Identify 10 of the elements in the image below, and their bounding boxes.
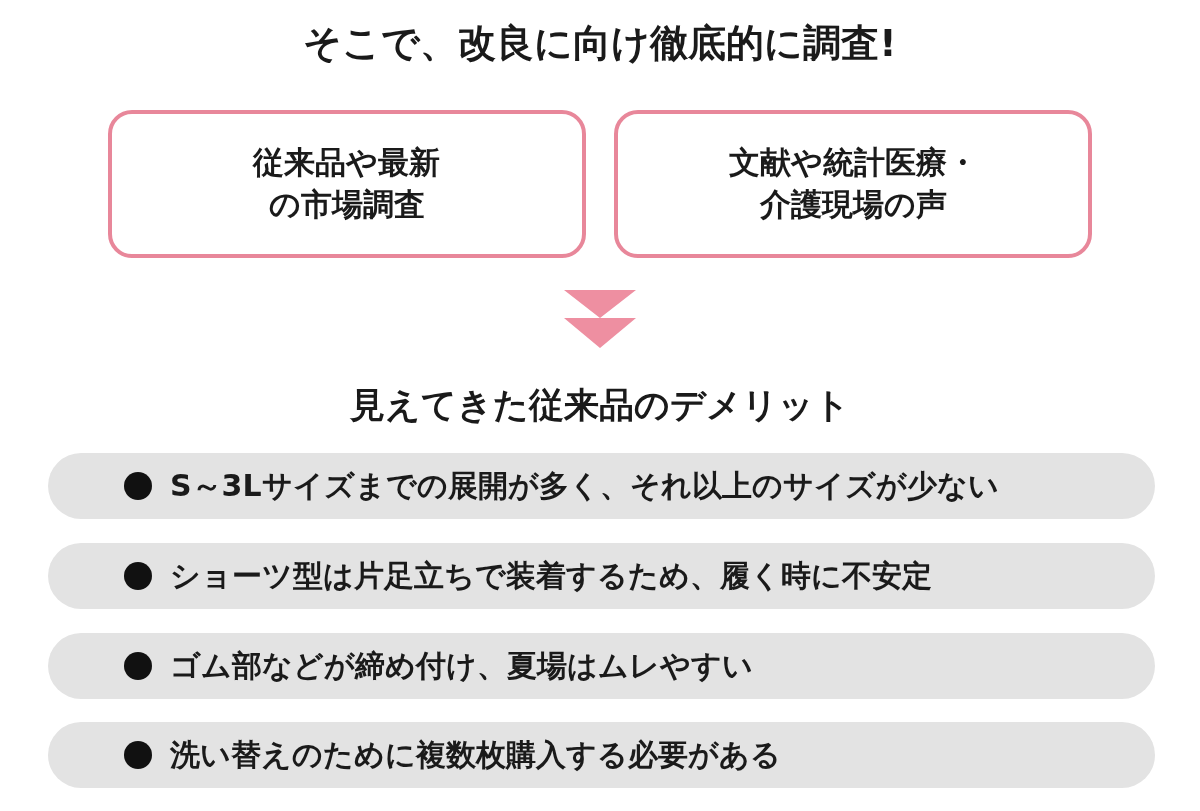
point-text: 洗い替えのために複数枚購入する必要がある bbox=[170, 735, 781, 774]
point-text: ゴム部などが締め付け、夏場はムレやすい bbox=[170, 646, 753, 685]
section-heading: 見えてきた従来品のデメリット bbox=[350, 384, 850, 427]
source-box bbox=[614, 110, 1092, 258]
box-text: 文献や統計医療・介護現場の声 bbox=[727, 143, 979, 224]
source-box bbox=[108, 110, 586, 258]
point-text: ショーツ型は片足立ちで装着するため、履く時に不安定 bbox=[170, 556, 932, 595]
title: そこで、改良に向け徹底的に調査! bbox=[302, 20, 898, 67]
box-text: 従来品や最新の市場調査 bbox=[251, 143, 442, 224]
point-text: S～3Lサイズまでの展開が多く、それ以上のサイズが少ない bbox=[170, 466, 999, 505]
